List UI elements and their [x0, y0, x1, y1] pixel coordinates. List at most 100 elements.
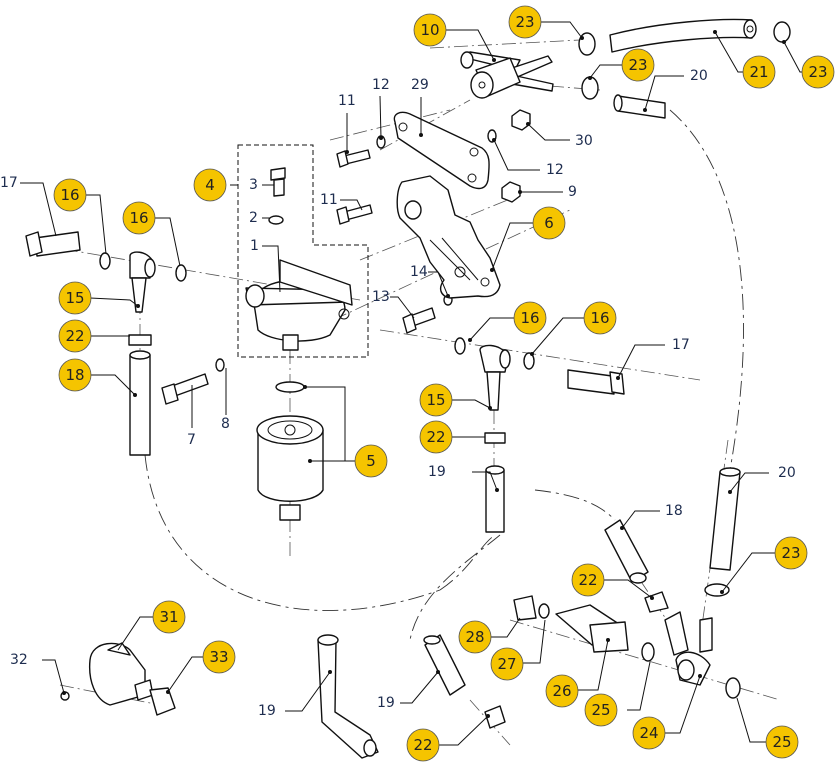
- callout-label: 16: [60, 186, 79, 204]
- callout-16: 16: [513, 301, 547, 335]
- label-19: 19: [258, 703, 276, 719]
- label-12: 12: [546, 162, 564, 178]
- label-30: 30: [575, 133, 593, 149]
- callout-31: 31: [152, 600, 186, 634]
- label-11: 11: [320, 192, 338, 208]
- label-17: 17: [672, 337, 690, 353]
- callout-label: 22: [413, 736, 432, 754]
- callout-22: 22: [58, 319, 92, 353]
- label-3: 3: [249, 177, 258, 193]
- callout-label: 4: [205, 176, 215, 194]
- callout-10: 10: [413, 13, 447, 47]
- callout-6: 6: [532, 206, 566, 240]
- filter-head-group-outline: [237, 144, 369, 358]
- label-19: 19: [428, 464, 446, 480]
- callout-22: 22: [571, 563, 605, 597]
- left-banjo-assembly-part: [25, 231, 187, 456]
- callout-label: 27: [497, 655, 516, 673]
- callout-label: 24: [639, 724, 658, 742]
- right-hose-assembly-part: [604, 467, 741, 613]
- callout-15: 15: [419, 383, 453, 417]
- callout-27: 27: [490, 647, 524, 681]
- label-8: 8: [221, 416, 230, 432]
- label-29: 29: [411, 77, 429, 93]
- callout-16: 16: [583, 301, 617, 335]
- callouts: 10 23 23 21 23 4 16 16 15 22 18 6 16 16 …: [53, 5, 835, 762]
- callout-25: 25: [584, 693, 618, 727]
- callout-label: 16: [129, 209, 148, 227]
- callout-label: 23: [628, 56, 647, 74]
- label-32: 32: [10, 652, 28, 668]
- callout-label: 22: [426, 428, 445, 446]
- filter-bracket-part: [396, 175, 501, 299]
- callout-16: 16: [122, 201, 156, 235]
- label-14: 14: [410, 264, 428, 280]
- callout-label: 5: [366, 452, 376, 470]
- plain-labels: 20 11 12 29 30 12 11 9 17 3 2 1 14 13 17…: [0, 68, 796, 719]
- callout-24: 24: [632, 716, 666, 750]
- bolt-13-part: [402, 307, 436, 334]
- callout-label: 25: [772, 733, 791, 751]
- lower-fitting-assembly-part: [513, 595, 741, 699]
- callout-23: 23: [621, 48, 655, 82]
- callout-label: 15: [65, 289, 84, 307]
- callout-label: 23: [808, 63, 827, 81]
- callout-4: 4: [193, 168, 227, 202]
- lower-hose-parts: [317, 634, 506, 759]
- label-12: 12: [372, 77, 390, 93]
- label-17: 17: [0, 175, 18, 191]
- bolt-part: [336, 149, 373, 225]
- label-1: 1: [250, 238, 259, 254]
- fuel-hose-short-part: [613, 94, 666, 119]
- callout-18: 18: [58, 358, 92, 392]
- label-18: 18: [665, 503, 683, 519]
- callout-label: 15: [426, 391, 445, 409]
- callout-label: 22: [65, 327, 84, 345]
- callout-label: 31: [159, 608, 178, 626]
- mounting-plate-part: [393, 111, 490, 190]
- bolt-7-part: [161, 358, 225, 405]
- callout-label: 22: [578, 571, 597, 589]
- fuel-tee-part: [460, 51, 554, 99]
- callout-5: 5: [354, 444, 388, 478]
- callout-label: 21: [749, 63, 768, 81]
- label-7: 7: [187, 432, 196, 448]
- fuel-filter-part: [256, 381, 324, 521]
- callout-15: 15: [58, 281, 92, 315]
- callout-label: 23: [781, 544, 800, 562]
- filter-head-part: [245, 167, 353, 351]
- hose-routing: [144, 109, 744, 641]
- callout-23: 23: [801, 55, 835, 89]
- label-11: 11: [338, 93, 356, 109]
- callout-23: 23: [508, 5, 542, 39]
- callout-label: 18: [65, 366, 84, 384]
- label-20: 20: [778, 465, 796, 481]
- label-9: 9: [568, 184, 577, 200]
- callout-16: 16: [53, 178, 87, 212]
- callout-21: 21: [742, 55, 776, 89]
- fuel-hose-part: [609, 18, 757, 53]
- fuel-pump-part: [60, 642, 176, 716]
- callout-26: 26: [545, 674, 579, 708]
- leader-lines: [20, 21, 818, 746]
- callout-label: 26: [552, 682, 571, 700]
- leader-dots: [62, 30, 786, 718]
- label-19: 19: [377, 695, 395, 711]
- callout-25: 25: [765, 725, 799, 759]
- callout-label: 23: [515, 13, 534, 31]
- callout-label: 33: [209, 648, 228, 666]
- callout-label: 6: [544, 214, 554, 232]
- right-banjo-assembly-part: [454, 337, 625, 533]
- callout-label: 16: [520, 309, 539, 327]
- label-13: 13: [372, 289, 390, 305]
- callout-28: 28: [458, 620, 492, 654]
- callout-label: 25: [591, 701, 610, 719]
- label-20: 20: [690, 68, 708, 84]
- callout-22: 22: [406, 728, 440, 762]
- callout-label: 10: [420, 21, 439, 39]
- callout-33: 33: [202, 640, 236, 674]
- hose-clamp-part: [578, 21, 791, 100]
- callout-22: 22: [419, 420, 453, 454]
- callout-label: 28: [465, 628, 484, 646]
